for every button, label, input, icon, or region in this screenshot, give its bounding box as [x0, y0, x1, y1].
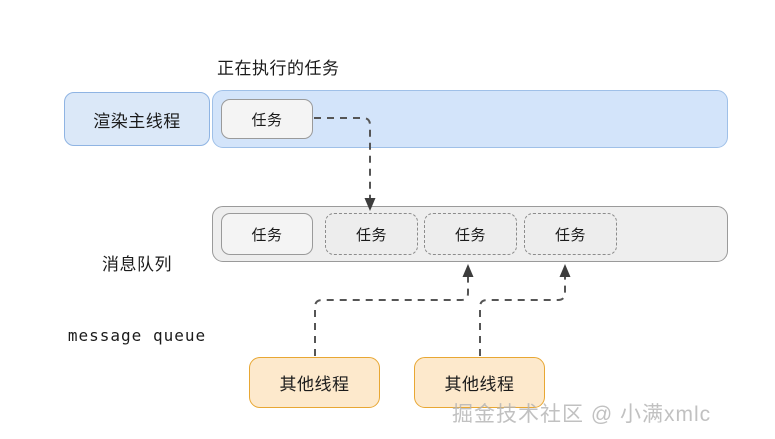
queue-task-chip: 任务 [524, 213, 617, 255]
message-queue-label-cn: 消息队列 [102, 255, 172, 275]
other-thread-box: 其他线程 [249, 357, 380, 408]
executing-task-title: 正在执行的任务 [217, 59, 340, 78]
other-thread-box: 其他线程 [414, 357, 545, 408]
connector-thread1-to-queue [314, 276, 469, 356]
queue-task-chip: 任务 [325, 213, 418, 255]
arrowhead-up-to-queue-1 [462, 264, 474, 277]
message-queue-label-en: message queue [67, 326, 207, 346]
executing-task-chip: 任务 [221, 99, 313, 139]
render-main-thread-box: 渲染主线程 [64, 92, 210, 146]
watermark-text: 掘金技术社区 @ 小满xmlc [452, 403, 712, 426]
queue-task-chip: 任务 [221, 213, 313, 255]
queue-task-chip: 任务 [424, 213, 517, 255]
arrowhead-up-to-queue-2 [559, 264, 571, 277]
connector-thread2-to-queue [479, 276, 566, 356]
message-queue-label: 消息队列 message queue [62, 207, 212, 394]
